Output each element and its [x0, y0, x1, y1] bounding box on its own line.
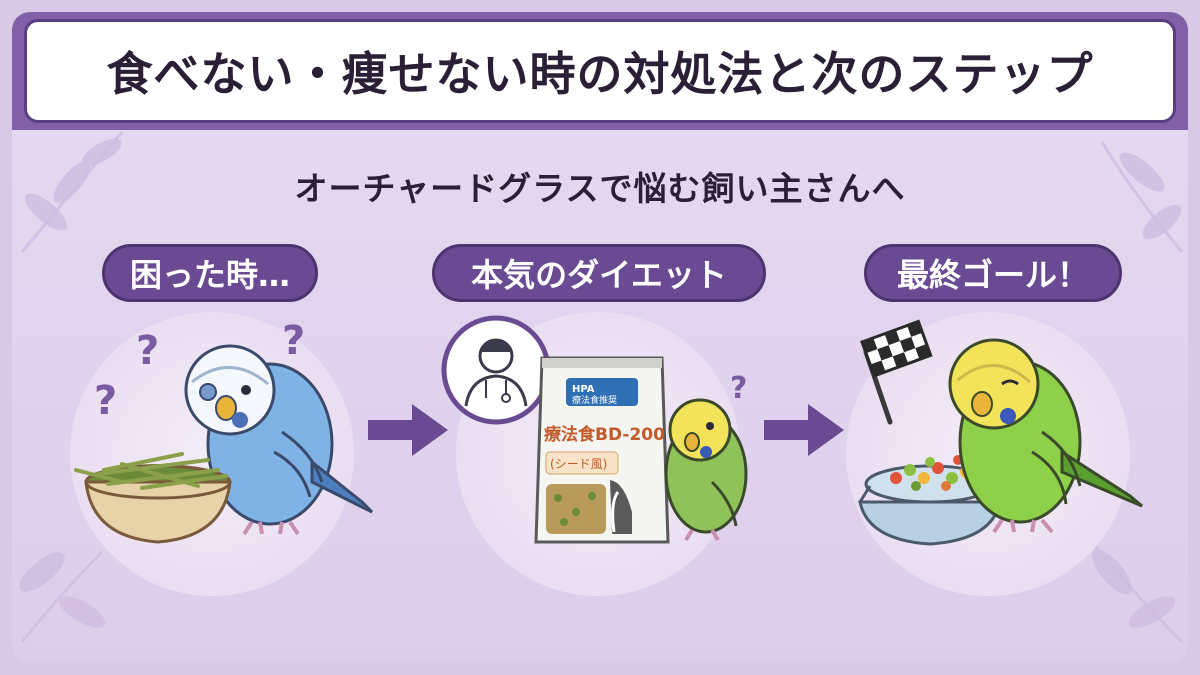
svg-text:?: ?	[136, 328, 159, 374]
bag-brand-sub: 療法食推奨	[572, 394, 617, 406]
page-subtitle: オーチャードグラスで悩む飼い主さんへ	[294, 169, 906, 208]
arrow-right-icon	[764, 404, 844, 456]
infographic-card: 食べない・痩せない時の対処法と次のステップ オーチャードグラスで悩む飼い主さんへ…	[12, 12, 1188, 663]
step-3-label: 最終ゴール！	[864, 244, 1122, 302]
checkered-flag-icon	[860, 319, 933, 425]
svg-text:?: ?	[282, 318, 305, 364]
arrow-right-icon	[368, 404, 448, 456]
step-1-illustration: ? ? ?	[74, 318, 374, 544]
bag-product-name: 療法食BD-200	[544, 424, 665, 445]
diet-food-bag: HPA 療法食推奨 療法食BD-200 (シード風)	[534, 356, 670, 544]
step-1-label: 困った時…	[102, 244, 318, 302]
title-box: 食べない・痩せない時の対処法と次のステップ	[24, 19, 1176, 123]
leaf-decoration	[19, 131, 1184, 644]
page-title: 食べない・痩せない時の対処法と次のステップ	[106, 47, 1094, 101]
step-2-label: 本気のダイエット	[432, 244, 766, 302]
step-3-illustration	[858, 319, 1143, 546]
veterinarian-icon	[441, 315, 551, 425]
step-2-illustration: HPA 療法食推奨 療法食BD-200 (シード風) ?	[441, 315, 748, 544]
bag-brand: HPA	[572, 384, 595, 395]
svg-text:?: ?	[94, 378, 117, 424]
question-mark-icon: ?	[730, 371, 747, 406]
bag-flavor: (シード風)	[550, 457, 607, 471]
title-banner: 食べない・痩せない時の対処法と次のステップ	[12, 12, 1188, 130]
question-mark-icon: ? ? ?	[94, 318, 305, 424]
